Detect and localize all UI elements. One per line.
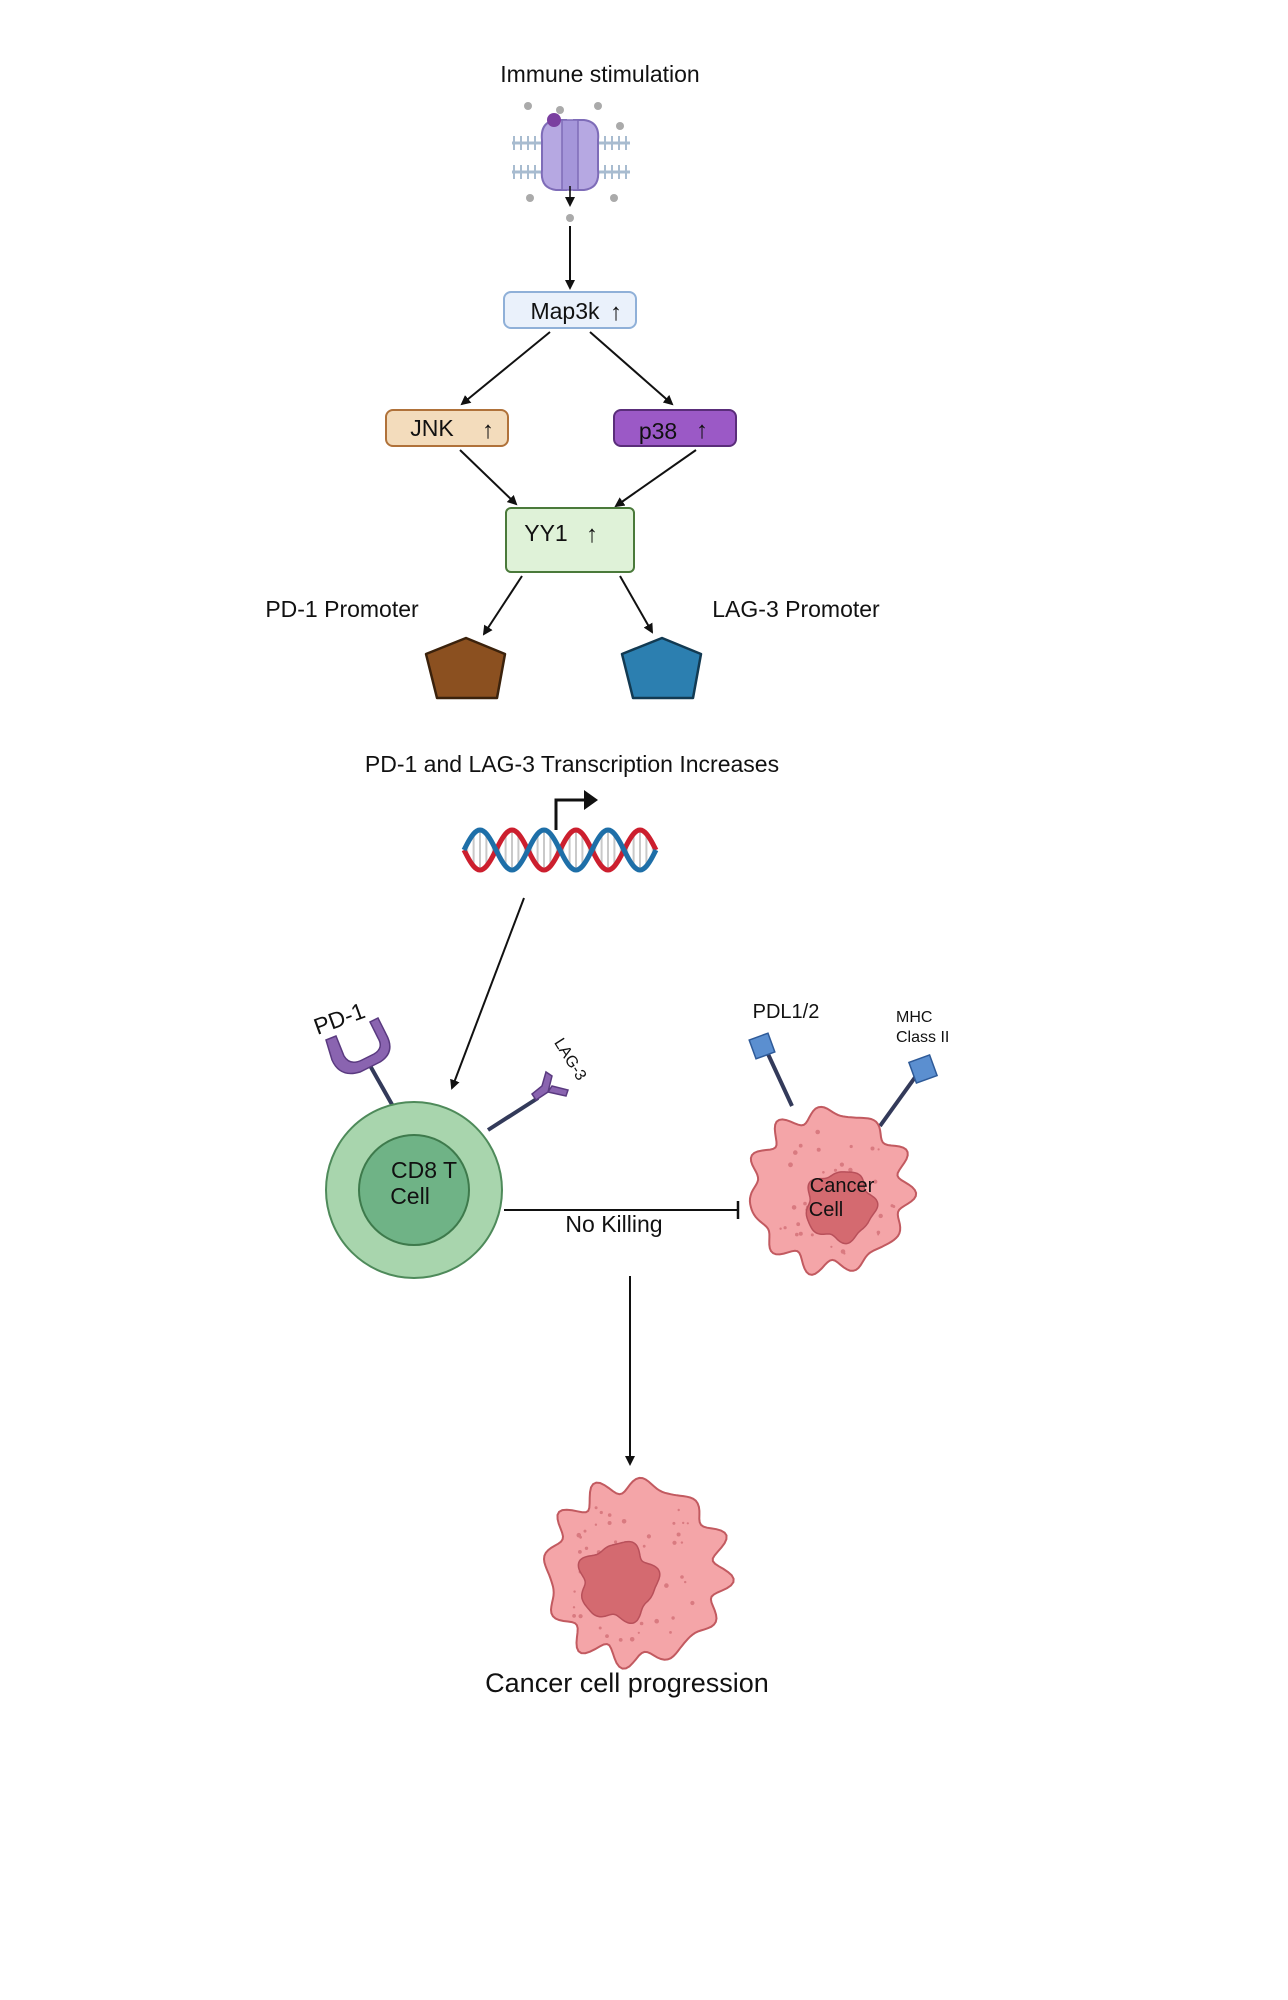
pdl12-ligand-icon (748, 1032, 776, 1060)
mhc-label-line1: MHC (896, 1009, 932, 1026)
arrow-map3k-to-jnk (460, 331, 551, 406)
jnk-box: JNK ↑ (385, 409, 509, 447)
yy1-label: YY1 (524, 520, 567, 546)
lag3-receptor-icon (530, 1070, 569, 1102)
up-arrow-icon: ↑ (610, 299, 622, 326)
pd1-receptor-icon (325, 1016, 391, 1075)
no-killing-inhibition: No Killing (504, 1201, 740, 1237)
pd1-label: PD-1 (310, 997, 368, 1039)
arrow-yy1-to-pd1-promoter (482, 575, 523, 636)
progression-label: Cancer cell progression (485, 1668, 769, 1698)
dna-icon (461, 790, 659, 873)
immune-stimulation-label: Immune stimulation (500, 61, 699, 87)
arrow-yy1-to-lag3-promoter (619, 575, 653, 634)
jnk-label: JNK (410, 415, 454, 441)
up-arrow-icon: ↑ (586, 521, 598, 548)
cancer-cell: PDL1/2 MHC Class II Cancer Cell (748, 1001, 949, 1276)
pd1-promoter-pentagon-icon (424, 636, 507, 700)
arrow-p38-to-yy1 (614, 449, 697, 508)
up-arrow-icon: ↑ (696, 417, 708, 444)
cd8-t-cell: PD-1 LAG-3 CD8 T Cell (310, 997, 589, 1279)
p38-label: p38 (639, 418, 677, 444)
arrow-map3k-to-p38 (589, 331, 674, 406)
arrow-dna-to-tcell (450, 897, 525, 1090)
cancer-label-line1: Cancer (810, 1175, 875, 1197)
lag3-promoter-pentagon-icon (620, 636, 703, 700)
progressed-cancer-cell-icon (542, 1476, 735, 1670)
lag3-promoter-label: LAG-3 Promoter (712, 596, 880, 622)
map3k-label: Map3k (530, 298, 600, 324)
up-arrow-icon: ↑ (482, 417, 494, 444)
cancer-label-line2: Cell (809, 1199, 843, 1221)
pd1-promoter-label: PD-1 Promoter (265, 596, 419, 622)
cd8-label-line1: CD8 T (391, 1157, 457, 1183)
arrow-jnk-to-yy1 (459, 449, 518, 506)
yy1-box: YY1 ↑ (505, 507, 635, 573)
no-killing-label: No Killing (565, 1211, 662, 1237)
mhc-label-line2: Class II (896, 1029, 949, 1046)
pdl12-label: PDL1/2 (753, 1001, 820, 1023)
lag3-label: LAG-3 (550, 1035, 589, 1083)
mhc-class-ii-icon (907, 1053, 939, 1085)
transcription-label: PD-1 and LAG-3 Transcription Increases (365, 751, 779, 777)
cd8-label-line2: Cell (390, 1183, 430, 1209)
p38-box: p38 ↑ (613, 409, 737, 447)
membrane-receptor-icon (512, 102, 630, 222)
map3k-box: Map3k ↑ (503, 291, 637, 329)
